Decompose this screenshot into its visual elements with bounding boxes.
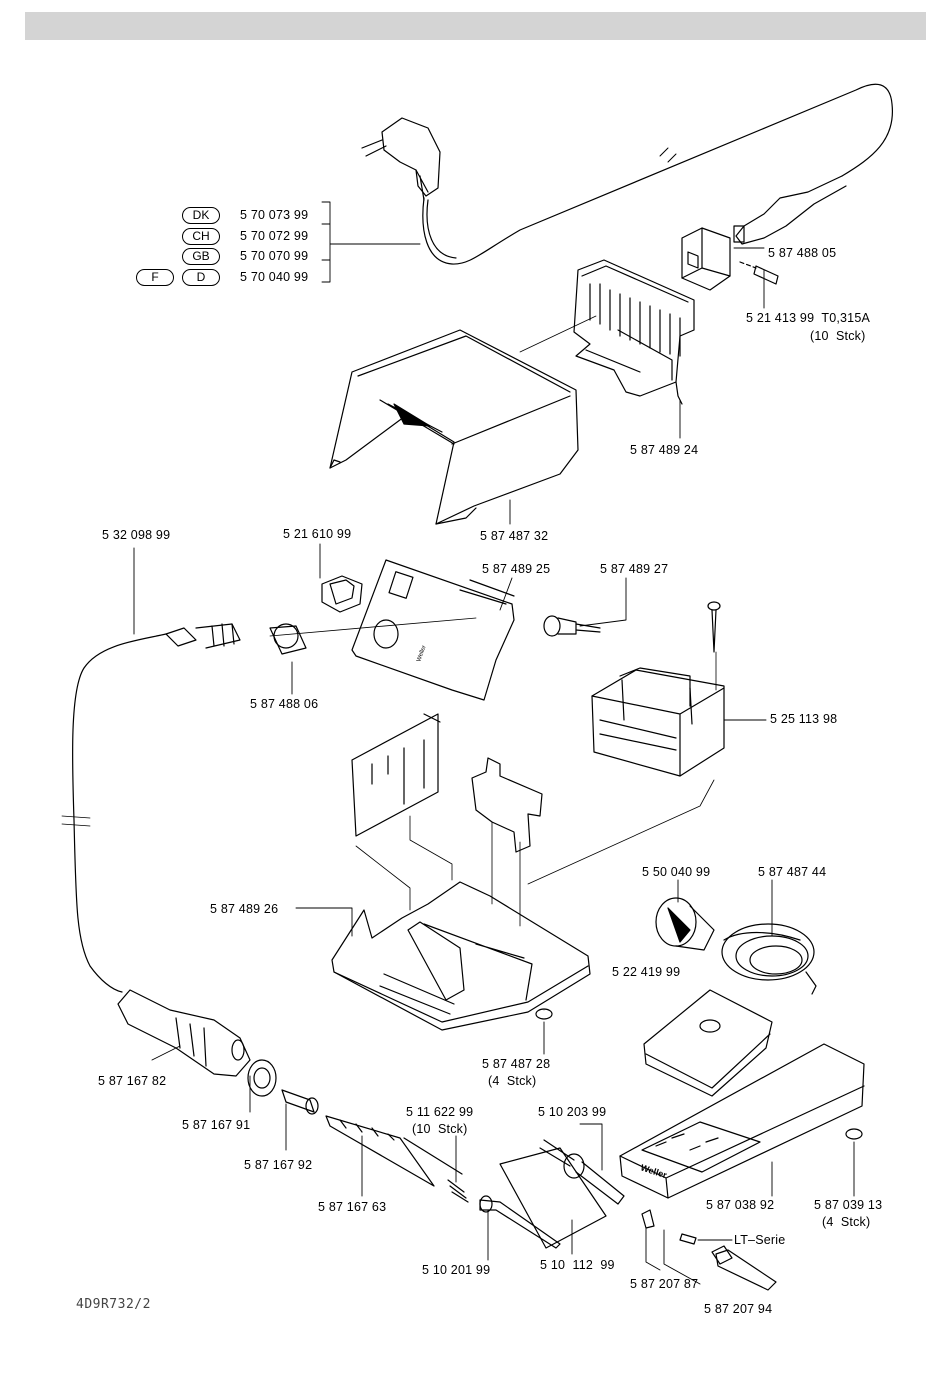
switch-part (321, 575, 363, 613)
mains-cord (422, 83, 894, 265)
label-foot: 5 87 487 28 (482, 1057, 551, 1071)
label-tube-clip: 5 11 622 99 (406, 1105, 474, 1119)
label-foot-qty: (4 Stck) (488, 1074, 537, 1088)
nut-part (247, 1059, 277, 1097)
label-element: 5 10 201 99 (422, 1263, 491, 1277)
label-nut: 5 87 167 91 (182, 1118, 251, 1132)
label-base: 5 87 489 26 (210, 902, 279, 916)
label-heater: 5 10 203 99 (538, 1105, 607, 1119)
fuse-part (739, 261, 779, 285)
label-switch: 5 21 610 99 (283, 527, 352, 541)
leader-lines (133, 201, 855, 1285)
iron-cable (72, 633, 167, 993)
label-cover: 5 87 487 32 (480, 529, 549, 543)
shield-part (351, 713, 441, 837)
pcb-part (325, 1115, 463, 1187)
label-insert: 5 87 167 92 (244, 1158, 313, 1172)
foot-part (535, 1008, 553, 1020)
heater-part (539, 1139, 625, 1205)
screw-part (707, 601, 721, 653)
svg-text:Weller: Weller (639, 1162, 668, 1180)
label-pot: 5 87 489 27 (600, 562, 669, 576)
sponge-part (643, 989, 773, 1097)
iec-connector (733, 175, 847, 245)
label-socket-connector: 5 87 488 06 (250, 697, 319, 711)
front-panel-part: Weller (351, 559, 515, 701)
country-badge-f: F (136, 269, 174, 286)
stand-foot-part (845, 1128, 863, 1140)
label-heatsink: 5 87 489 24 (630, 443, 699, 457)
label-stand-foot-qty: (4 Stck) (822, 1215, 871, 1229)
label-stand: 5 87 038 92 (706, 1198, 775, 1212)
label-cable: 5 32 098 99 (102, 528, 171, 542)
header-bar (25, 12, 926, 40)
cable-socket-part (269, 623, 307, 655)
document-id: 4D9R732/2 (76, 1297, 151, 1312)
label-fuse-qty: (10 Stck) (810, 329, 866, 343)
country-badge-ch: CH (182, 228, 220, 245)
country-badge-dk: DK (182, 207, 220, 224)
label-transformer: 5 25 113 98 (770, 712, 838, 726)
element-part (479, 1195, 561, 1249)
label-sensor: 5 10 112 99 (540, 1258, 615, 1272)
insert-part (281, 1089, 319, 1115)
transformer-part (591, 667, 725, 777)
cord-part-number-gb: 5 70 070 99 (240, 249, 309, 263)
label-sponge: 5 22 419 99 (612, 965, 681, 979)
pin-part (641, 1209, 655, 1229)
label-stand-foot: 5 87 039 13 (814, 1198, 883, 1212)
label-sleeve: 5 50 040 99 (642, 865, 711, 879)
tip-part (711, 1245, 777, 1291)
stand-part: Weller (619, 1043, 865, 1199)
sleeve-part (655, 897, 715, 951)
label-pcb: 5 87 167 63 (318, 1200, 387, 1214)
label-tube-clip-qty: (10 Stck) (412, 1122, 468, 1136)
label-fuse: 5 21 413 99 T0,315A (746, 311, 871, 325)
label-spiral: 5 87 487 44 (758, 865, 827, 879)
mains-plug (361, 117, 441, 201)
cord-part-number-ch: 5 70 072 99 (240, 229, 309, 243)
label-pin: 5 87 207 87 (630, 1277, 699, 1291)
cable-connector-part (165, 623, 241, 649)
label-handle: 5 87 167 82 (98, 1074, 167, 1088)
label-lt-series: LT–Serie (734, 1233, 786, 1247)
sensor-part (499, 1147, 607, 1249)
handle-part (117, 989, 251, 1077)
potentiometer-part (543, 615, 601, 637)
label-tip: 5 87 207 94 (704, 1302, 773, 1316)
cord-part-number-dk: 5 70 073 99 (240, 208, 309, 222)
heatsink-part (573, 259, 695, 405)
tube-clip-part (447, 1179, 469, 1203)
base-part (331, 881, 591, 1031)
lt-tip-part (679, 1233, 697, 1245)
cord-part-number-fd: 5 70 040 99 (240, 270, 309, 284)
label-front-panel: 5 87 489 25 (482, 562, 551, 576)
power-socket-part (681, 227, 731, 291)
svg-text:Weller: Weller (416, 645, 427, 663)
spiral-part (721, 923, 817, 995)
cover-part (329, 329, 579, 525)
assembly-lines (269, 315, 717, 1011)
country-badge-gb: GB (182, 248, 220, 265)
label-socket: 5 87 488 05 (768, 246, 837, 260)
country-badge-d: D (182, 269, 220, 286)
plate-part (471, 757, 543, 853)
